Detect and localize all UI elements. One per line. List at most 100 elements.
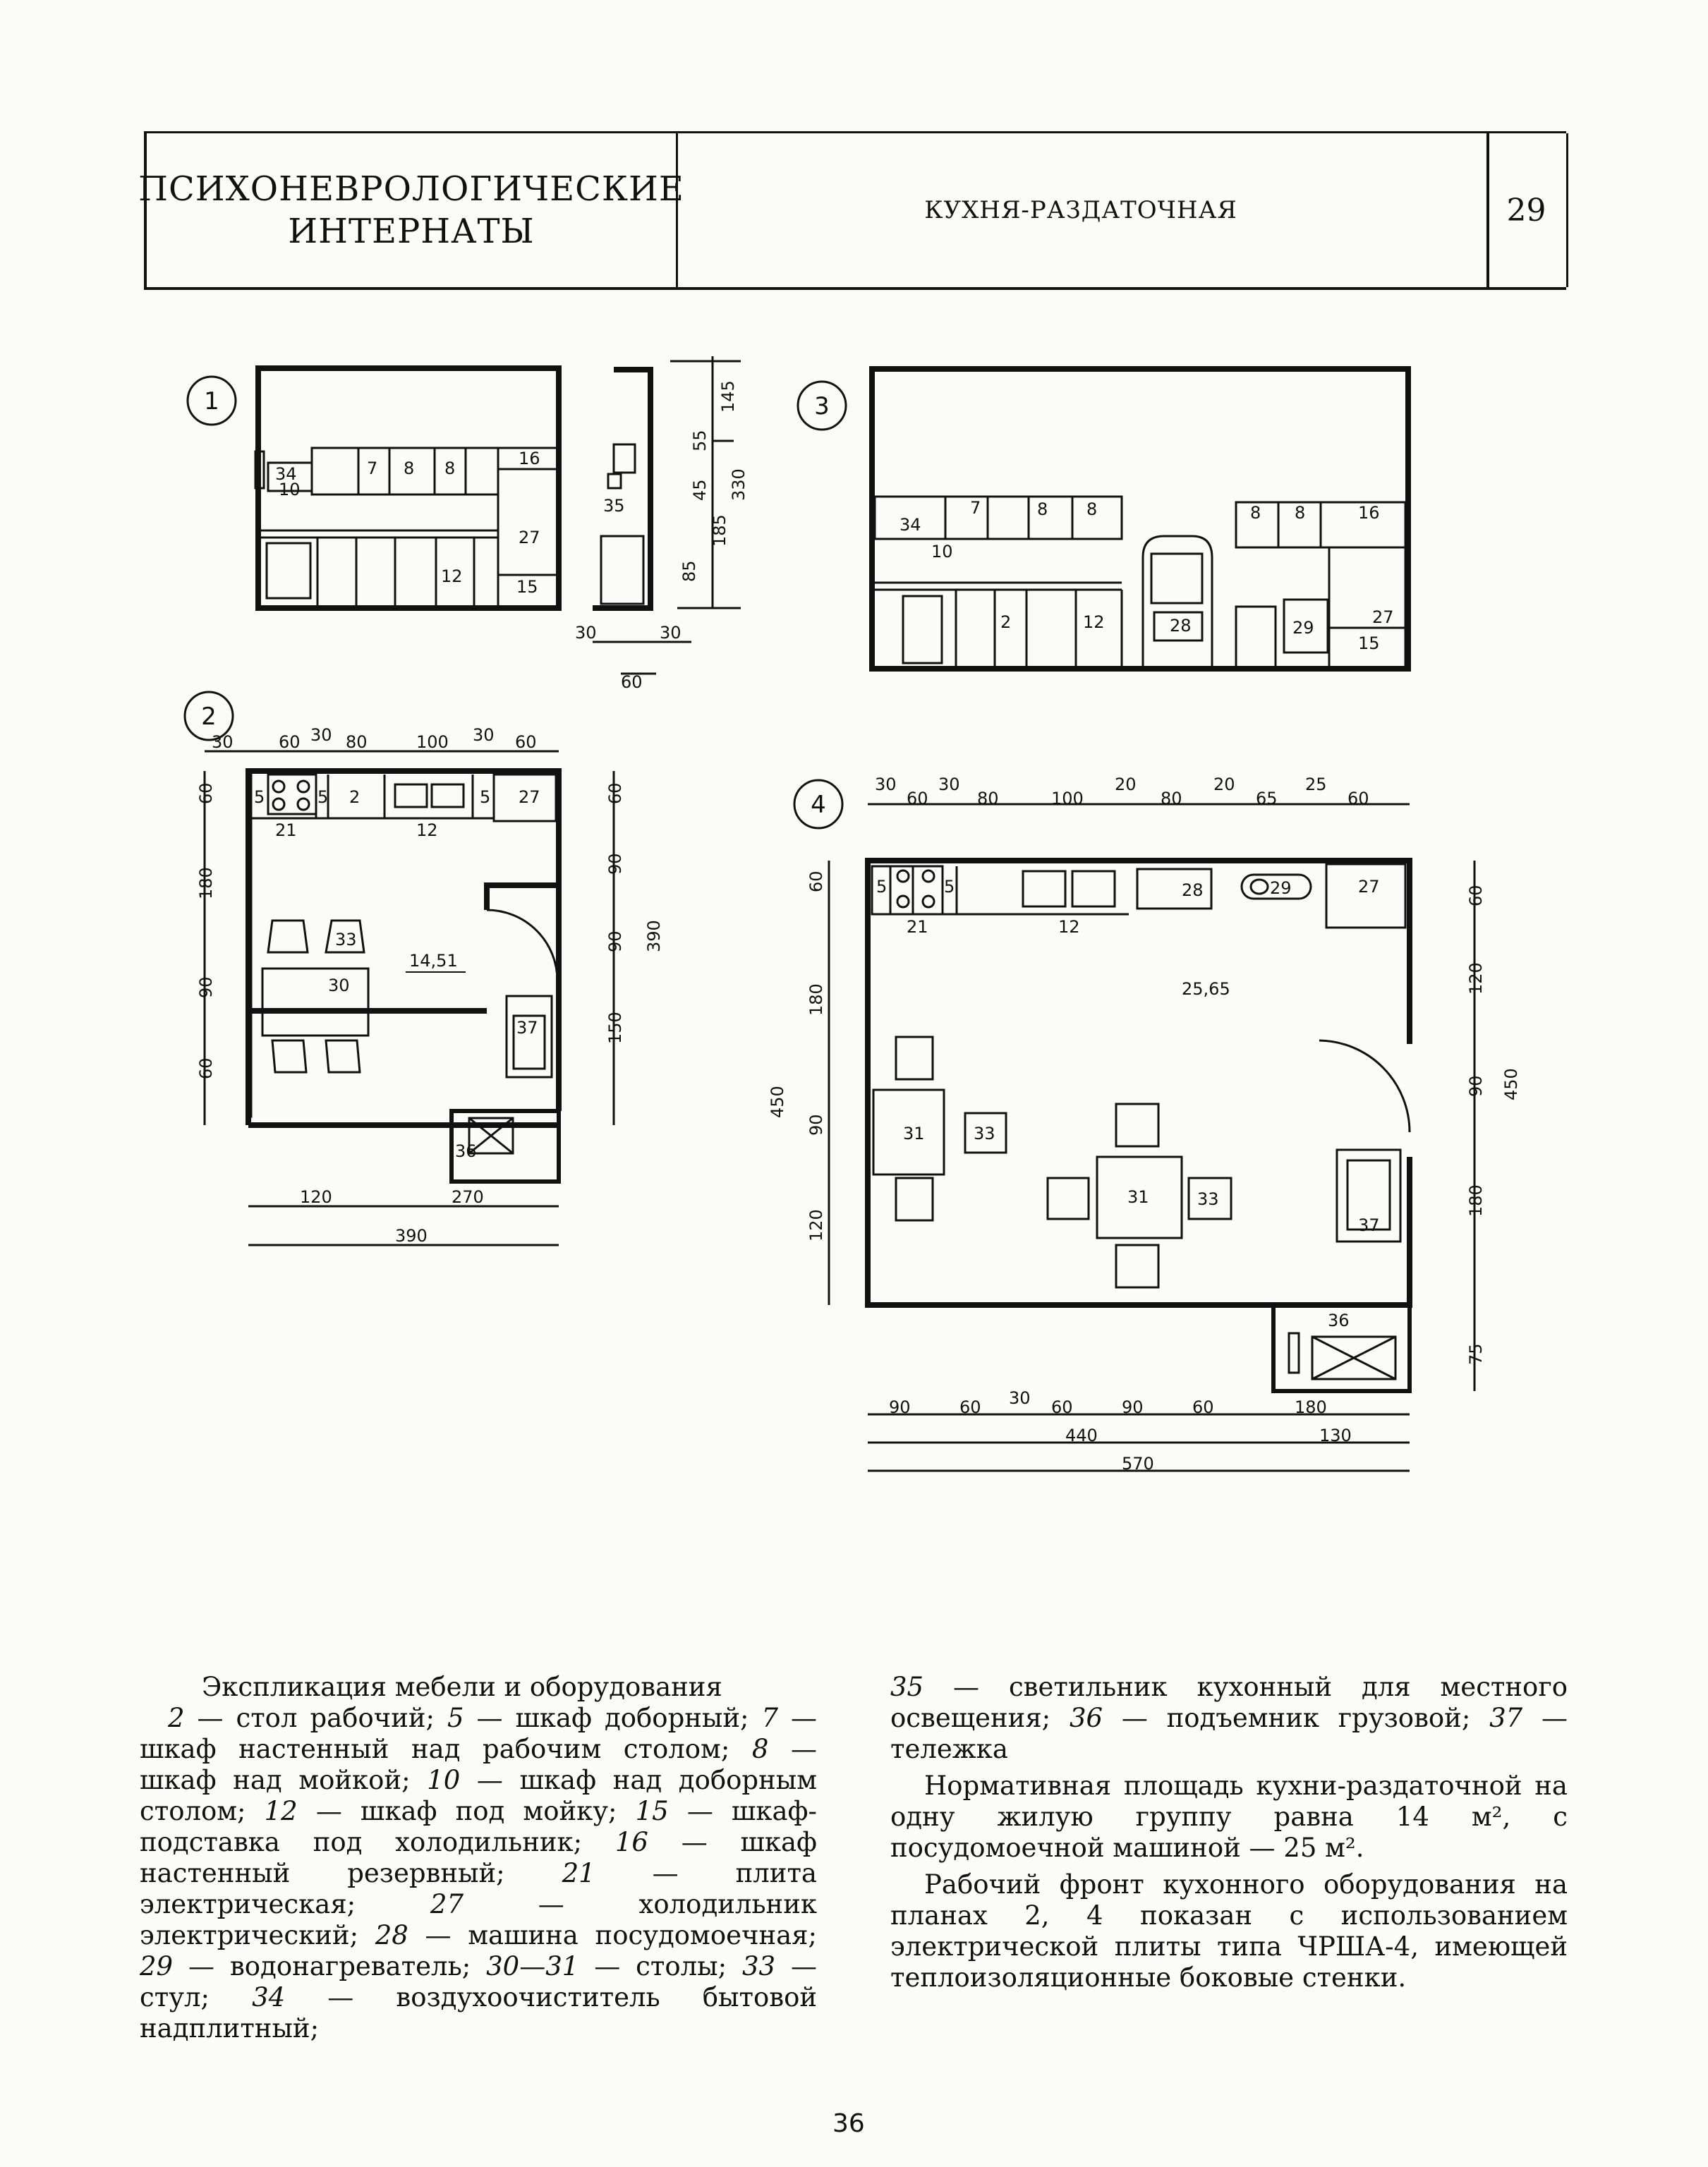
svg-text:5: 5 (254, 787, 265, 807)
notes-column: 35 — светильник кухонный для местного ос… (890, 1672, 1568, 1993)
legend-item-text: — шкаф-подставка под холодильник; (140, 1796, 817, 1857)
legend-item-text: — подъемник грузовой; (1103, 1703, 1490, 1733)
kitchen-plans-drawing: 1 3 2 4 34 10 7 8 8 16 27 12 15 35 145 5… (183, 356, 1521, 1474)
svg-text:8: 8 (1037, 499, 1048, 519)
legend-item-text: — шкаф настенный резервный; (140, 1827, 817, 1888)
svg-text:90: 90 (806, 1114, 826, 1136)
svg-text:65: 65 (1256, 789, 1278, 808)
svg-text:8: 8 (444, 459, 455, 478)
svg-text:390: 390 (644, 920, 664, 952)
section-title-line2: ИНТЕРНАТЫ (288, 212, 535, 251)
plan-3 (797, 366, 1411, 672)
svg-text:450: 450 (768, 1086, 787, 1118)
svg-text:12: 12 (1083, 612, 1105, 632)
svg-text:90: 90 (196, 976, 216, 998)
section-title-line1: ПСИХОНЕВРОЛОГИЧЕСКИЕ (138, 169, 684, 209)
svg-text:5: 5 (876, 877, 887, 897)
svg-text:33: 33 (335, 930, 357, 949)
svg-text:21: 21 (907, 917, 928, 937)
svg-text:100: 100 (1051, 789, 1084, 808)
svg-text:60: 60 (806, 870, 826, 892)
svg-text:80: 80 (1161, 789, 1182, 808)
legend-item-text: — шкаф настенный над рабочим столом; (140, 1703, 818, 1764)
svg-text:180: 180 (1466, 1184, 1486, 1217)
svg-text:30: 30 (938, 775, 960, 794)
svg-text:29: 29 (1292, 618, 1314, 638)
svg-text:21: 21 (275, 820, 297, 840)
svg-text:55: 55 (690, 430, 710, 451)
svg-text:20: 20 (1115, 775, 1137, 794)
svg-text:25: 25 (1305, 775, 1327, 794)
legend-item-text: — шкаф под мойку; (297, 1796, 636, 1826)
svg-text:120: 120 (1466, 962, 1486, 995)
svg-text:33: 33 (974, 1124, 995, 1143)
svg-text:180: 180 (196, 867, 216, 899)
svg-text:60: 60 (1347, 789, 1369, 808)
svg-text:270: 270 (452, 1187, 484, 1207)
legend-item-number: 28 (375, 1920, 408, 1950)
svg-text:60: 60 (959, 1397, 981, 1417)
svg-text:90: 90 (889, 1397, 911, 1417)
svg-text:390: 390 (395, 1226, 428, 1246)
note-paragraph-2: Рабочий фронт кухонного оборудования на … (890, 1869, 1568, 1993)
svg-text:31: 31 (903, 1124, 925, 1143)
svg-text:5: 5 (317, 787, 328, 807)
plan-4 (793, 779, 1476, 1472)
svg-text:33: 33 (1197, 1189, 1219, 1209)
svg-text:185: 185 (710, 514, 729, 547)
svg-text:80: 80 (346, 732, 368, 752)
legend-body: 2 — стол рабочий; 5 — шкаф доборный; 7 —… (140, 1703, 817, 2044)
plan-3-labels: 34 10 7 8 8 8 8 16 2 12 28 29 27 15 (900, 498, 1394, 653)
svg-text:12: 12 (441, 566, 463, 586)
legend-item-number: 8 (751, 1734, 769, 1764)
plan-1-marker: 1 (204, 387, 219, 415)
svg-text:29: 29 (1270, 878, 1292, 898)
svg-text:30: 30 (875, 775, 897, 794)
svg-text:180: 180 (1295, 1397, 1327, 1417)
svg-text:330: 330 (729, 468, 749, 501)
legend-item-number: 5 (447, 1703, 464, 1733)
svg-text:145: 145 (718, 380, 738, 413)
svg-text:12: 12 (1058, 917, 1080, 937)
svg-text:35: 35 (603, 496, 625, 516)
svg-text:30: 30 (310, 725, 332, 745)
legend-item-text: — стол рабочий; (184, 1703, 447, 1733)
legend-column: Экспликация мебели и оборудования 2 — ст… (140, 1672, 817, 2044)
legend-item-number: 10 (427, 1765, 461, 1795)
section-title: ПСИХОНЕВРОЛОГИЧЕСКИЕ ИНТЕРНАТЫ (138, 133, 684, 287)
svg-text:34: 34 (275, 464, 297, 484)
svg-text:130: 130 (1319, 1426, 1352, 1445)
svg-text:7: 7 (367, 459, 377, 478)
plan-1-labels: 34 10 7 8 8 16 27 12 15 35 145 55 45 185… (275, 380, 749, 692)
legend-item-text: — светильник кухонный для местного освещ… (890, 1672, 1568, 1733)
plan-4-area: 25,65 (1182, 979, 1230, 999)
svg-text:2: 2 (349, 787, 360, 807)
plan-4-labels: 5 5 21 12 28 29 27 31 33 31 33 37 36 25,… (768, 775, 1521, 1474)
svg-text:37: 37 (1358, 1215, 1380, 1235)
svg-text:28: 28 (1170, 616, 1192, 636)
svg-text:27: 27 (1358, 877, 1380, 897)
svg-text:30: 30 (473, 725, 495, 745)
legend-item-number: 36 (1069, 1703, 1103, 1733)
svg-text:15: 15 (1358, 633, 1380, 653)
svg-text:30: 30 (660, 623, 682, 643)
legend-heading: Экспликация мебели и оборудования (202, 1672, 722, 1702)
svg-text:60: 60 (1466, 885, 1486, 906)
legend-item-number: 12 (264, 1796, 298, 1826)
svg-text:31: 31 (1127, 1187, 1149, 1207)
legend-continuation: 35 — светильник кухонный для местного ос… (890, 1672, 1568, 1765)
svg-text:90: 90 (605, 930, 625, 952)
legend-item-number: 2 (168, 1703, 185, 1733)
svg-text:30: 30 (328, 976, 350, 995)
svg-text:80: 80 (977, 789, 999, 808)
svg-text:8: 8 (404, 459, 414, 478)
svg-text:8: 8 (1250, 503, 1261, 523)
note-paragraph-1: Нормативная площадь кухни-раздаточной на… (890, 1771, 1568, 1863)
legend-item-number: 7 (761, 1703, 779, 1733)
svg-text:120: 120 (806, 1209, 826, 1242)
legend-item-text: — водонагреватель; (173, 1951, 487, 1981)
legend-item-number: 15 (635, 1796, 669, 1826)
legend-item-text: — шкаф над мойкой; (140, 1734, 818, 1795)
legend-item-text: — шкаф доборный; (464, 1703, 762, 1733)
legend-item-number: 30—31 (486, 1951, 579, 1981)
